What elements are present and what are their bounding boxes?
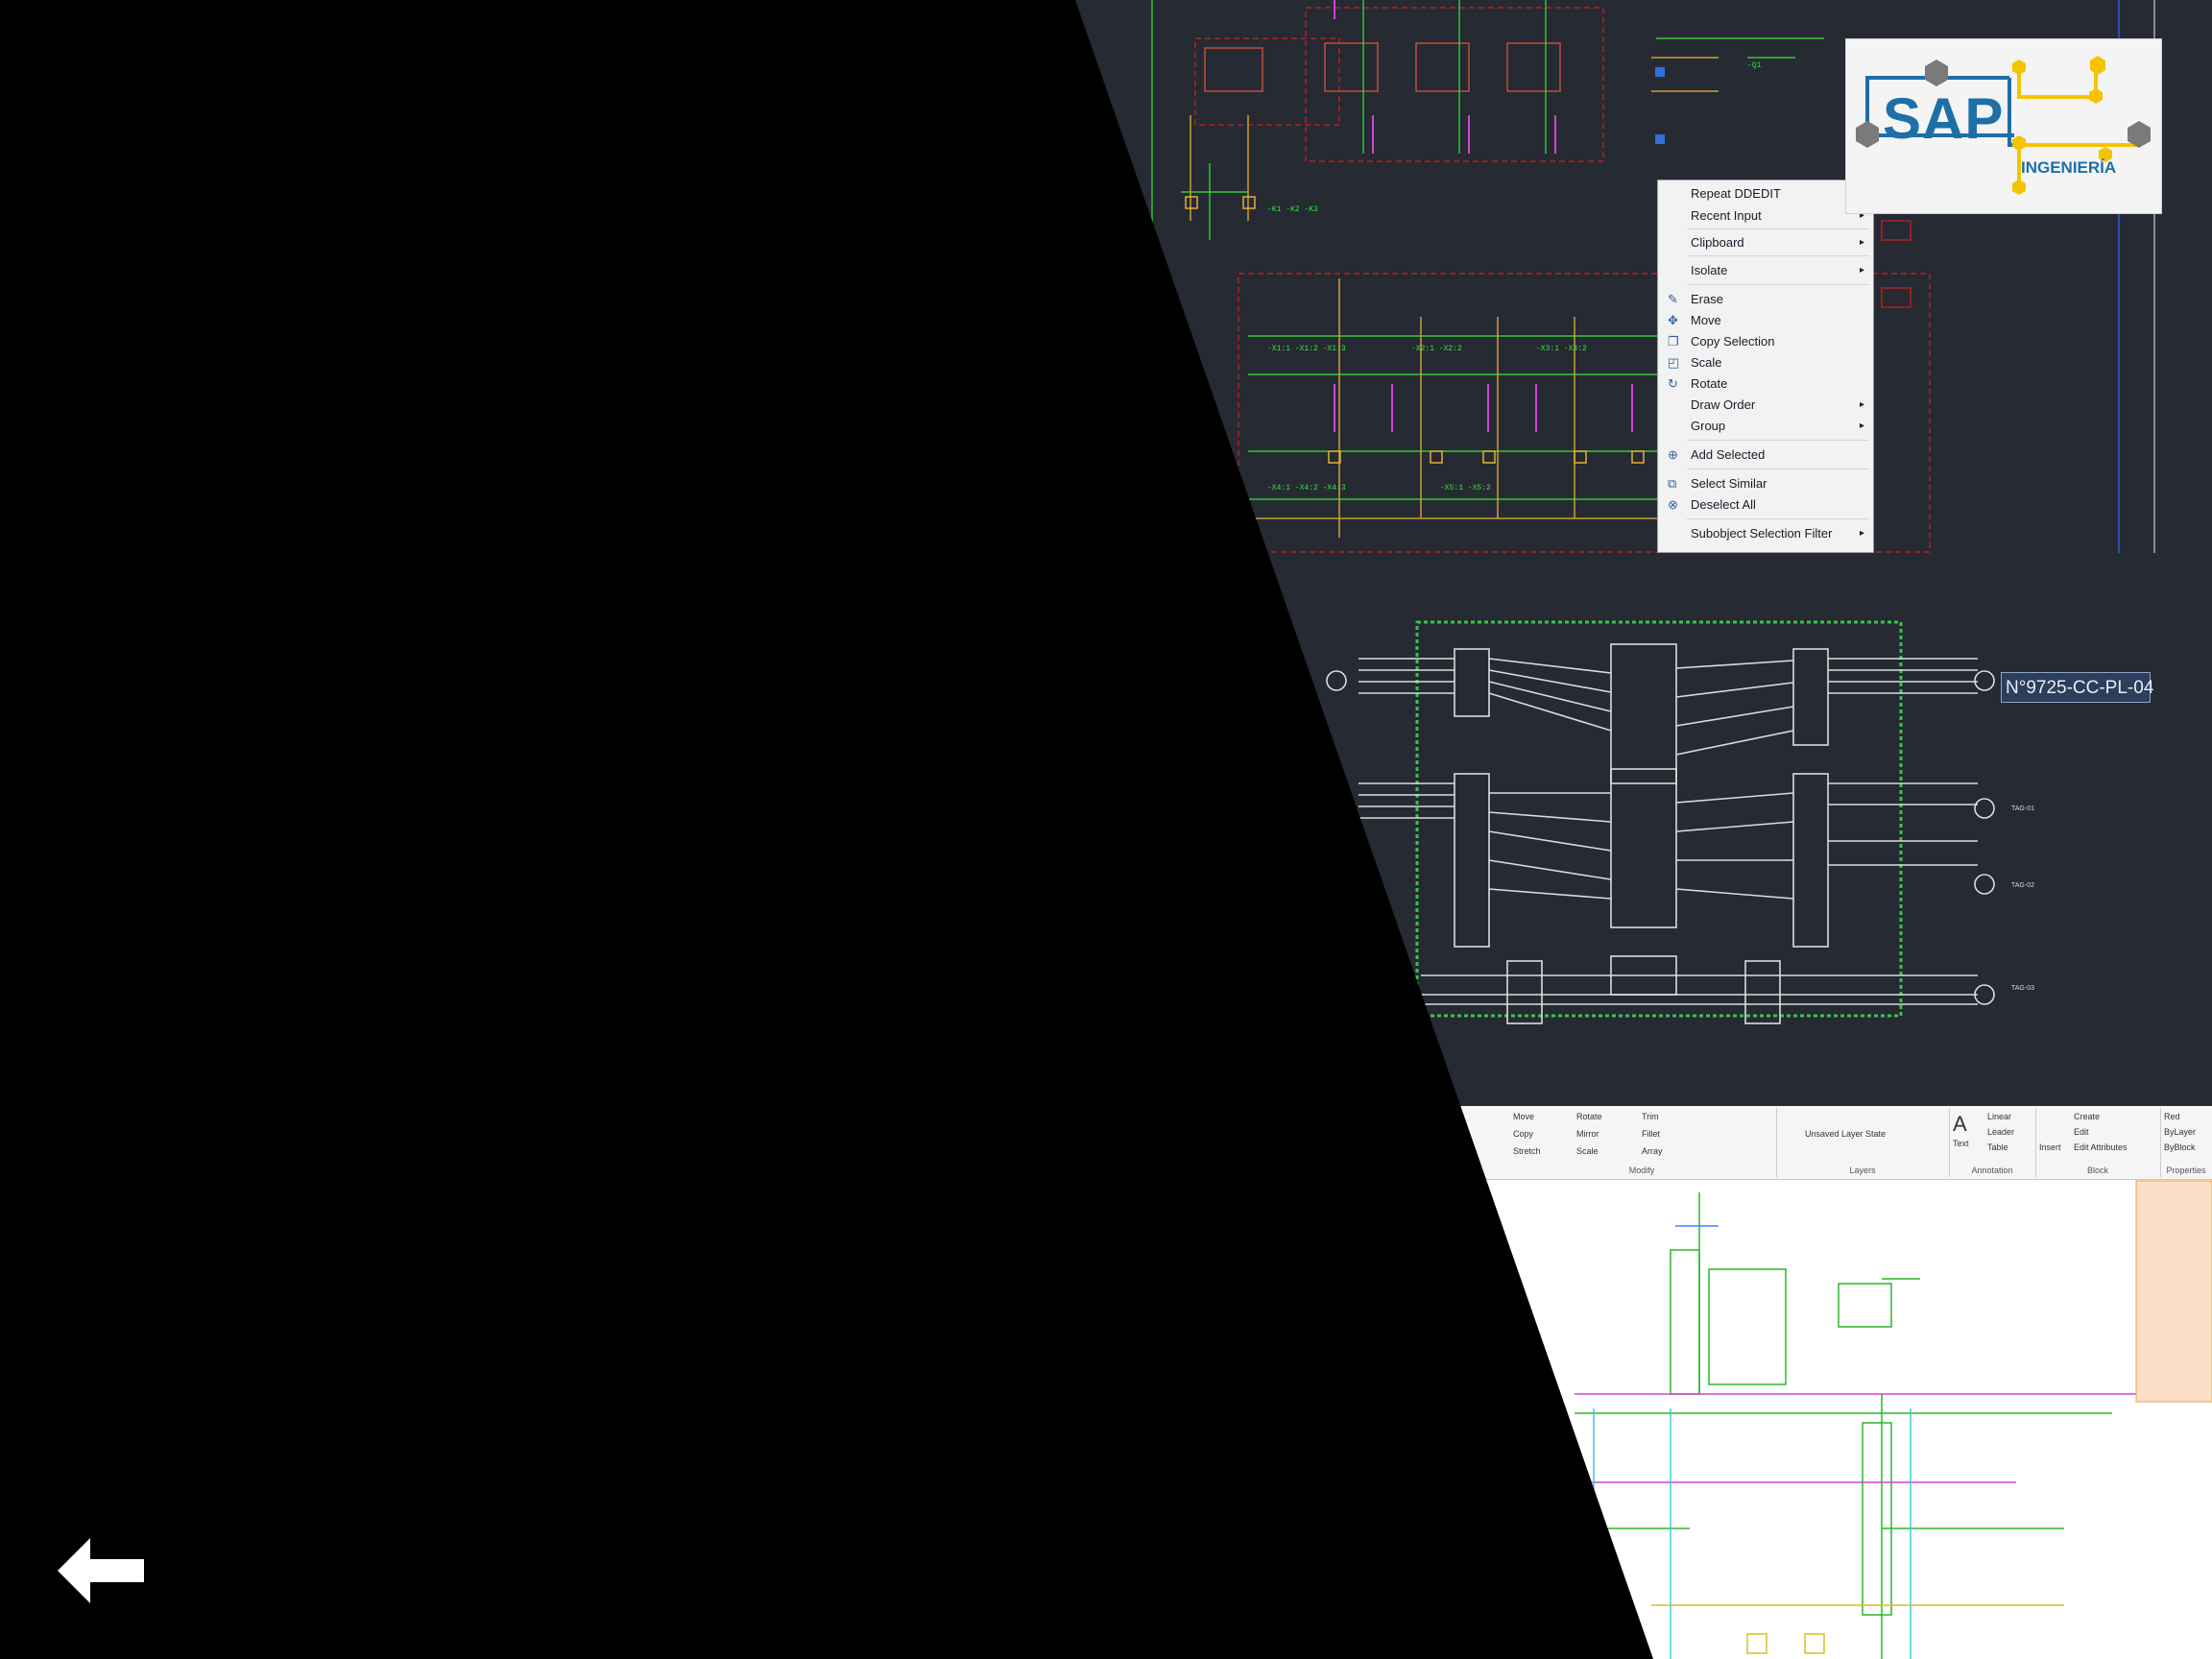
ribbon-group-annotation: A Text Linear Leader Table Annotation xyxy=(1949,1108,2036,1177)
ribbon-button-insert[interactable]: Insert xyxy=(2039,1142,2061,1152)
menu-separator xyxy=(1687,228,1869,229)
menu-separator xyxy=(1687,518,1869,519)
ribbon-button-copy[interactable]: Copy xyxy=(1513,1129,1534,1139)
menu-item-deselect-all[interactable]: ⊗Deselect All xyxy=(1668,497,1756,512)
ribbon-button-stretch[interactable]: Stretch xyxy=(1513,1146,1541,1156)
menu-separator xyxy=(1687,440,1869,441)
linetype-dropdown[interactable]: ByLayer xyxy=(2164,1127,2197,1137)
svg-text:-X3:1 -X3:2: -X3:1 -X3:2 xyxy=(1536,345,1587,353)
submenu-arrow-icon: ▸ xyxy=(1859,210,1864,221)
ribbon-group-title: Block xyxy=(2086,1166,2108,1175)
svg-text:-X4:1 -X4:2 -X4:3: -X4:1 -X4:2 -X4:3 xyxy=(1267,484,1346,493)
ribbon-button-trim[interactable]: Trim xyxy=(1642,1112,1659,1121)
svg-text:-X5:1 -X5:2: -X5:1 -X5:2 xyxy=(1440,484,1491,493)
ribbon-button-text[interactable]: Text xyxy=(1953,1139,1969,1148)
ribbon-button-edit-attributes[interactable]: Edit Attributes xyxy=(2074,1142,2128,1152)
logo-brand-text: SAP xyxy=(1883,86,2005,151)
svg-text:-X2:1 -X2:2: -X2:1 -X2:2 xyxy=(1411,345,1462,353)
back-button[interactable] xyxy=(52,1534,148,1607)
submenu-arrow-icon: ▸ xyxy=(1859,399,1864,410)
svg-text:-K1 -K2 -K3: -K1 -K2 -K3 xyxy=(1267,205,1318,214)
svg-text:-Q1: -Q1 xyxy=(1747,61,1762,70)
layer-state-dropdown[interactable]: Unsaved Layer State xyxy=(1805,1129,1887,1139)
ribbon-button-leader[interactable]: Leader xyxy=(1987,1127,2015,1137)
menu-item-isolate[interactable]: Isolate▸ xyxy=(1691,261,1868,280)
ribbon-button-linear[interactable]: Linear xyxy=(1987,1112,2012,1121)
context-menu[interactable]: Repeat DDEDIT Recent Input▸ Clipboard▸ I… xyxy=(1657,180,1874,553)
logo-subtitle: INGENIERÍA xyxy=(2021,158,2117,177)
menu-item-group[interactable]: Group▸ xyxy=(1691,417,1868,436)
move-icon: ✥ xyxy=(1668,313,1678,327)
menu-item-copy-selection[interactable]: ❐Copy Selection xyxy=(1668,334,1775,349)
menu-item-repeat-ddedit[interactable]: Repeat DDEDIT xyxy=(1691,186,1781,201)
eraser-icon: ✎ xyxy=(1668,292,1678,306)
rotate-icon: ↻ xyxy=(1668,376,1678,391)
ribbon-group-modify: Move Rotate Trim Copy Mirror Fillet Stre… xyxy=(1507,1108,1777,1177)
lineweight-dropdown[interactable]: ByBlock xyxy=(2164,1142,2196,1152)
menu-item-draw-order[interactable]: Draw Order▸ xyxy=(1691,396,1868,415)
submenu-arrow-icon: ▸ xyxy=(1859,237,1864,248)
ribbon-group-title: Layers xyxy=(1849,1166,1876,1175)
add-selected-icon: ⊕ xyxy=(1668,447,1678,462)
schematic-drawing-top: -K1 -K2 -K3 -X1:1 -X1:2 -X1:3 -X2:1 -X2:… xyxy=(1151,0,2155,553)
svg-text:TAG-03: TAG-03 xyxy=(2011,985,2034,992)
menu-item-erase[interactable]: ✎Erase xyxy=(1668,292,1723,306)
ribbon-button-rotate[interactable]: Rotate xyxy=(1576,1112,1602,1121)
ribbon-group-properties: Red ByLayer ByBlock Properties xyxy=(2160,1108,2212,1177)
ribbon-button-edit[interactable]: Edit xyxy=(2074,1127,2089,1137)
ribbon-group-layers: Unsaved Layer State Layers xyxy=(1776,1108,1950,1177)
color-dropdown[interactable]: Red xyxy=(2164,1112,2180,1121)
ribbon-group-title: Annotation xyxy=(1971,1166,2013,1175)
ribbon-button-mirror[interactable]: Mirror xyxy=(1576,1129,1599,1139)
menu-item-select-similar[interactable]: ⧉Select Similar xyxy=(1668,476,1767,491)
ribbon-group-title: Modify xyxy=(1628,1166,1655,1175)
menu-separator xyxy=(1687,255,1869,256)
ribbon-button-fillet[interactable]: Fillet xyxy=(1642,1129,1661,1139)
wiring-diagram: TAG-01 TAG-02 TAG-03 xyxy=(1326,620,2034,1024)
drawing-number-label[interactable]: N°9725-CC-PL-04 xyxy=(2001,672,2153,703)
ribbon-group-title: Properties xyxy=(2166,1166,2206,1175)
ribbon-button-table[interactable]: Table xyxy=(1987,1142,2008,1152)
ribbon-button-create[interactable]: Create xyxy=(2074,1112,2101,1121)
svg-text:TAG-02: TAG-02 xyxy=(2011,882,2034,889)
text-tool-icon[interactable]: A xyxy=(1953,1112,1967,1136)
menu-separator xyxy=(1687,284,1869,285)
svg-text:-X1:1 -X1:2 -X1:3: -X1:1 -X1:2 -X1:3 xyxy=(1267,345,1346,353)
submenu-arrow-icon: ▸ xyxy=(1859,265,1864,276)
schematic-drawing-bottom xyxy=(1536,1180,2212,1659)
company-logo: SAP INGENIERÍA xyxy=(1845,38,2162,214)
menu-item-subobject-selection-filter[interactable]: Subobject Selection Filter▸ xyxy=(1691,524,1868,543)
ribbon-toolbar: Move Rotate Trim Copy Mirror Fillet Stre… xyxy=(1459,1106,2212,1180)
copy-icon: ❐ xyxy=(1668,334,1679,349)
submenu-arrow-icon: ▸ xyxy=(1859,421,1864,431)
menu-item-recent-input[interactable]: Recent Input▸ xyxy=(1691,206,1868,226)
svg-text:TAG-01: TAG-01 xyxy=(2011,805,2034,812)
menu-item-rotate[interactable]: ↻Rotate xyxy=(1668,376,1728,391)
menu-item-move[interactable]: ✥Move xyxy=(1668,313,1721,327)
scale-icon: ◰ xyxy=(1668,355,1680,370)
menu-item-add-selected[interactable]: ⊕Add Selected xyxy=(1668,447,1766,462)
select-similar-icon: ⧉ xyxy=(1668,476,1677,491)
submenu-arrow-icon: ▸ xyxy=(1859,528,1864,539)
ribbon-group-block: Insert Create Edit Edit Attributes Block xyxy=(2035,1108,2161,1177)
ribbon-button-array[interactable]: Array xyxy=(1642,1146,1663,1156)
deselect-icon: ⊗ xyxy=(1668,497,1678,512)
logo-circuit-graphic xyxy=(1856,56,2151,195)
ribbon-button-scale[interactable]: Scale xyxy=(1576,1146,1599,1156)
menu-item-clipboard[interactable]: Clipboard▸ xyxy=(1691,233,1868,252)
menu-item-scale[interactable]: ◰Scale xyxy=(1668,355,1722,370)
ribbon-button-move[interactable]: Move xyxy=(1513,1112,1535,1121)
back-arrow-icon xyxy=(58,1538,144,1603)
